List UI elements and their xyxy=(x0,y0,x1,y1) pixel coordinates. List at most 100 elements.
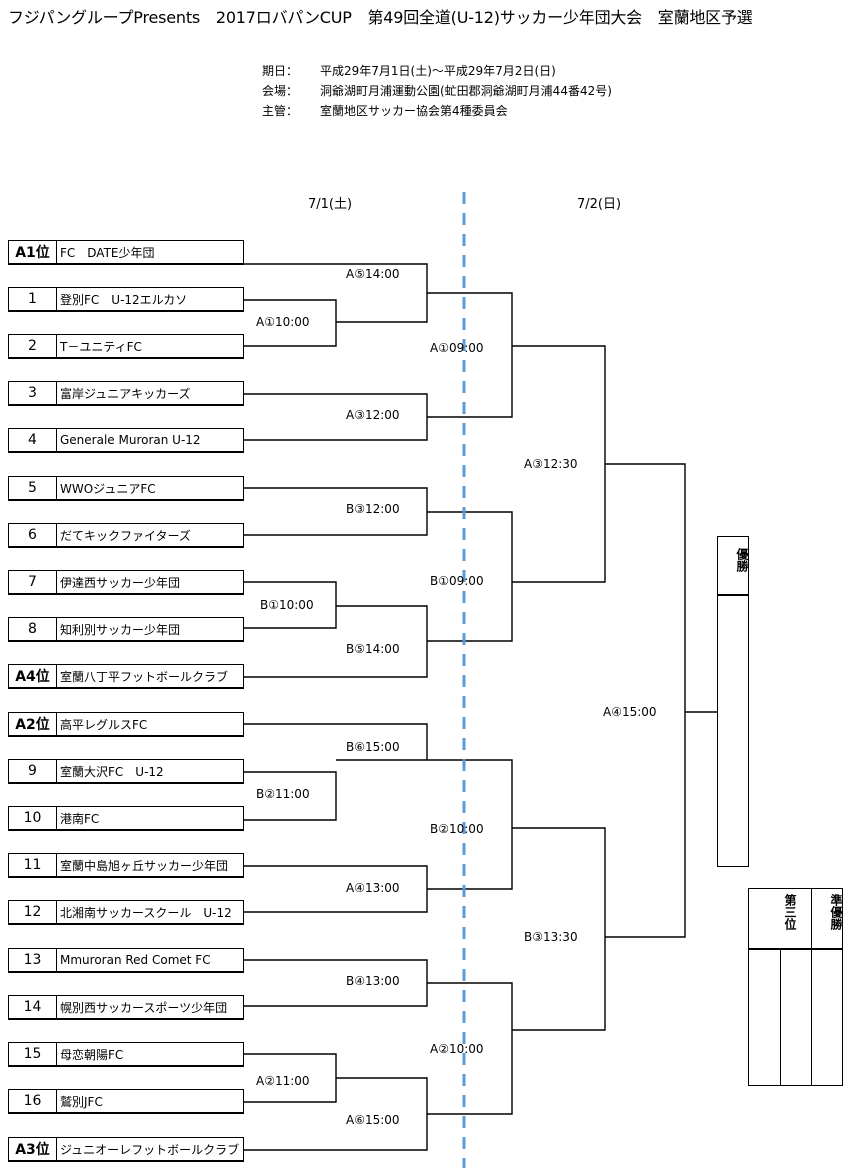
match-label-a3r1: A③12:00 xyxy=(346,408,400,422)
match-label-a2r2: A②10:00 xyxy=(430,1042,484,1056)
team-seed: A4位 xyxy=(9,665,57,687)
team-name: FC DATE少年団 xyxy=(60,245,155,260)
team-name: 幌別西サッカースポーツ少年団 xyxy=(60,1000,228,1015)
third-place-divider xyxy=(780,950,781,1086)
match-label-a2r1: A②11:00 xyxy=(256,1074,310,1088)
team-seed: 8 xyxy=(9,618,57,640)
match-label-a6: A⑥15:00 xyxy=(346,1113,400,1127)
team-seed: 5 xyxy=(9,477,57,499)
team-name: 室蘭中島旭ヶ丘サッカー少年団 xyxy=(60,858,229,873)
info-date-label: 期日： xyxy=(262,64,299,78)
champion-header xyxy=(717,536,749,596)
team-row: A4位室蘭八丁平フットボールクラブ xyxy=(8,664,244,689)
match-label-b3r1: B③12:00 xyxy=(346,502,400,516)
results-header xyxy=(748,888,843,950)
match-label-final: A④15:00 xyxy=(603,705,657,719)
team-name: 伊達西サッカー少年団 xyxy=(60,575,181,590)
bracket-b2r1 xyxy=(244,771,337,821)
third-place-label: 第三位 xyxy=(783,894,797,930)
bracket-a2r2 xyxy=(427,982,513,1115)
team-seed: A2位 xyxy=(9,713,57,735)
team-name: 登別FC U-12エルカソ xyxy=(60,292,188,307)
team-name: 高平レグルスFC xyxy=(60,717,148,732)
match-label-a3r3: A③12:30 xyxy=(524,457,578,471)
team-name: 室蘭八丁平フットボールクラブ xyxy=(60,669,229,684)
match-label-b6: B⑥15:00 xyxy=(346,740,400,754)
team-name: Generale Muroran U-12 xyxy=(60,433,201,447)
team-seed: 16 xyxy=(9,1090,57,1112)
match-label-a5: A⑤14:00 xyxy=(346,267,400,281)
team-seed: A3位 xyxy=(9,1138,57,1160)
team-seed: 3 xyxy=(9,382,57,404)
info-organizer-label: 主管： xyxy=(262,104,299,118)
team-row: A3位ジュニオーレフットボールクラブ xyxy=(8,1137,244,1162)
team-name: 母恋朝陽FC xyxy=(60,1047,124,1062)
team-name: ジュニオーレフットボールクラブ xyxy=(60,1142,240,1157)
match-label-b2r2: B②10:00 xyxy=(430,822,484,836)
team-seed: 15 xyxy=(9,1043,57,1065)
team-seed: 14 xyxy=(9,996,57,1018)
team-name: T－ユニティFC xyxy=(60,339,142,354)
match-label-b1r2: B①09:00 xyxy=(430,574,484,588)
team-name: Mmuroran Red Comet FC xyxy=(60,953,211,967)
info-venue-value: 洞爺湖町月浦運動公園(虻田郡洞爺湖町月浦44番42号) xyxy=(320,84,612,98)
match-label-b5: B⑤14:00 xyxy=(346,642,400,656)
bracket-b2r2 xyxy=(427,759,513,890)
info-organizer: 主管： 室蘭地区サッカー協会第4種委員会 xyxy=(262,102,508,119)
team-seed: 7 xyxy=(9,571,57,593)
team-seed: 4 xyxy=(9,429,57,451)
info-venue: 会場： 洞爺湖町月浦運動公園(虻田郡洞爺湖町月浦44番42号) xyxy=(262,82,612,99)
info-organizer-value: 室蘭地区サッカー協会第4種委員会 xyxy=(320,104,508,118)
team-seed: 2 xyxy=(9,335,57,357)
team-name: 北湘南サッカースクール U-12 xyxy=(60,905,232,920)
page-title: フジパングループPresents 2017ロバパンCUP 第49回全道(U-12… xyxy=(8,8,753,27)
bracket-a1r2 xyxy=(427,292,513,418)
match-label-a1r2: A①09:00 xyxy=(430,341,484,355)
team-seed: 6 xyxy=(9,524,57,546)
team-name: 室蘭大沢FC U-12 xyxy=(60,764,164,779)
team-seed: 13 xyxy=(9,949,57,971)
team-row: A2位高平レグルスFC xyxy=(8,712,244,737)
team-name: 鷲別JFC xyxy=(60,1094,103,1109)
team-name: 知利別サッカー少年団 xyxy=(60,622,181,637)
team-name: 富岸ジュニアキッカーズ xyxy=(60,386,191,401)
info-venue-label: 会場： xyxy=(262,84,299,98)
match-label-b1r1: B①10:00 xyxy=(260,598,314,612)
team-seed: A1位 xyxy=(9,241,57,263)
team-name: 港南FC xyxy=(60,811,100,826)
bracket-b1r2 xyxy=(427,511,513,642)
match-label-b2r1: B②11:00 xyxy=(256,787,310,801)
team-name: だてキックファイターズ xyxy=(60,528,191,543)
match-label-b3r3: B③13:30 xyxy=(524,930,578,944)
team-seed: 9 xyxy=(9,760,57,782)
team-seed: 10 xyxy=(9,807,57,829)
team-seed: 1 xyxy=(9,288,57,310)
match-label-a1r1: A①10:00 xyxy=(256,315,310,329)
match-label-a4r1: A④13:00 xyxy=(346,881,400,895)
champion-label: 優勝 xyxy=(735,548,749,572)
info-date-value: 平成29年7月1日(土)～平成29年7月2日(日) xyxy=(320,64,556,78)
bracket-b6 xyxy=(244,723,428,761)
team-seed: 11 xyxy=(9,854,57,876)
team-seed: 12 xyxy=(9,901,57,923)
bracket-b3r3 xyxy=(512,827,606,1031)
info-date: 期日： 平成29年7月1日(土)～平成29年7月2日(日) xyxy=(262,62,556,79)
day2-header: 7/2(日) xyxy=(577,197,622,212)
